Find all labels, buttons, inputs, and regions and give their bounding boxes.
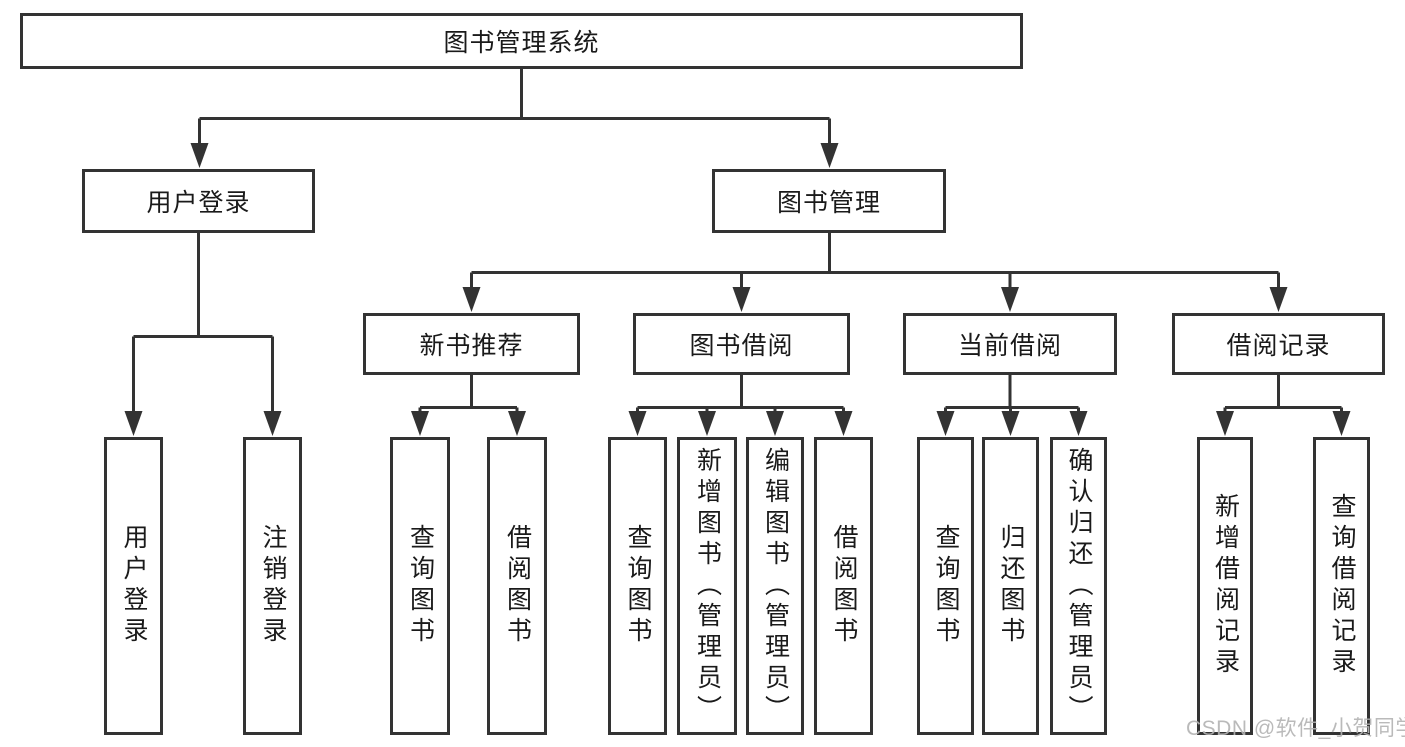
node-user-login-label: 用户登录 <box>146 189 251 217</box>
leaf-records-query: 查询借阅记录 <box>1313 437 1370 735</box>
arrow-down-icon <box>1332 411 1351 436</box>
leaf-records-add-label: 新增借阅记录 <box>1211 493 1240 679</box>
node-borrow-records: 借阅记录 <box>1172 313 1385 375</box>
leaf-current-confirm-admin: 确认归还（管理员） <box>1050 437 1107 735</box>
node-borrow-records-label: 借阅记录 <box>1226 332 1331 360</box>
node-current-borrowing-label: 当前借阅 <box>957 332 1062 360</box>
node-book-borrowing: 图书借阅 <box>633 313 850 375</box>
leaf-current-return: 归还图书 <box>982 437 1039 735</box>
arrow-down-icon <box>834 411 853 436</box>
leaf-current-return-label: 归还图书 <box>997 524 1025 648</box>
arrow-down-icon <box>124 411 143 436</box>
leaf-newbooks-query-label: 查询图书 <box>406 524 435 648</box>
connector-root-to-level2 <box>198 69 831 146</box>
node-root-label: 图书管理系统 <box>443 29 600 57</box>
leaf-user-login-label: 用户登录 <box>120 524 148 648</box>
leaf-borrowing-add-admin-label: 新增图书（管理员） <box>693 446 722 726</box>
arrow-down-icon <box>263 411 282 436</box>
leaf-logout: 注销登录 <box>243 437 302 735</box>
arrow-down-icon <box>936 411 955 436</box>
node-current-borrowing: 当前借阅 <box>903 313 1117 375</box>
arrow-down-icon <box>1001 287 1019 312</box>
leaf-newbooks-query: 查询图书 <box>390 437 450 735</box>
arrow-down-icon <box>1001 411 1020 436</box>
arrow-down-icon <box>820 143 839 168</box>
arrow-down-icon <box>732 287 751 312</box>
leaf-current-confirm-admin-label: 确认归还（管理员） <box>1065 446 1093 726</box>
arrowheads <box>124 143 1351 436</box>
node-new-book-recommend-label: 新书推荐 <box>419 332 524 360</box>
leaf-logout-label: 注销登录 <box>259 524 287 648</box>
leaf-newbooks-borrow-label: 借阅图书 <box>503 524 532 648</box>
leaf-borrowing-add-admin: 新增图书（管理员） <box>677 437 737 735</box>
node-book-management: 图书管理 <box>712 169 946 233</box>
leaf-borrowing-borrow: 借阅图书 <box>814 437 873 735</box>
node-book-borrowing-label: 图书借阅 <box>689 332 794 360</box>
csdn-watermark: CSDN @软件_小贺同学 <box>1186 717 1405 740</box>
leaf-newbooks-borrow: 借阅图书 <box>487 437 547 735</box>
leaf-records-query-label: 查询借阅记录 <box>1328 493 1356 679</box>
leaf-current-query: 查询图书 <box>917 437 974 735</box>
node-root-system: 图书管理系统 <box>20 13 1023 69</box>
node-new-book-recommend: 新书推荐 <box>363 313 580 375</box>
arrow-down-icon <box>1269 287 1288 312</box>
arrow-down-icon <box>1216 411 1234 436</box>
arrow-down-icon <box>508 411 526 436</box>
leaf-borrowing-query: 查询图书 <box>608 437 667 735</box>
node-user-login: 用户登录 <box>82 169 315 233</box>
leaf-borrowing-borrow-label: 借阅图书 <box>830 524 858 648</box>
connector-newbooks-to-leaves <box>418 375 519 414</box>
leaf-user-login: 用户登录 <box>104 437 163 735</box>
arrow-down-icon <box>411 411 429 436</box>
connector-userlogin-to-leaves <box>132 233 274 414</box>
connector-bookmgmt-to-level3 <box>470 233 1280 290</box>
leaf-current-query-label: 查询图书 <box>932 524 960 648</box>
leaf-borrowing-edit-admin: 编辑图书（管理员） <box>746 437 804 735</box>
arrow-down-icon <box>766 411 784 436</box>
connector-records-to-leaves <box>1223 375 1343 414</box>
leaf-records-add: 新增借阅记录 <box>1197 437 1253 735</box>
arrow-down-icon <box>462 287 481 312</box>
connector-current-to-leaves <box>944 375 1080 414</box>
arrow-down-icon <box>698 411 716 436</box>
arrow-down-icon <box>1069 411 1088 436</box>
leaf-borrowing-query-label: 查询图书 <box>624 524 652 648</box>
leaf-borrowing-edit-admin-label: 编辑图书（管理员） <box>761 446 790 726</box>
arrow-down-icon <box>628 411 647 436</box>
arrow-down-icon <box>190 143 209 168</box>
node-book-management-label: 图书管理 <box>776 189 881 217</box>
connector-borrowing-to-leaves <box>636 375 845 414</box>
